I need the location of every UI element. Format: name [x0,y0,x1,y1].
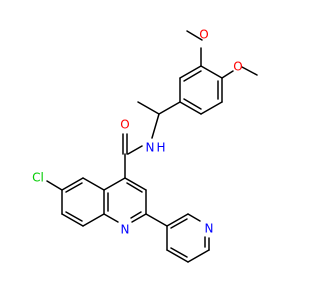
atom-hydrogen-amide: H [156,141,165,155]
bond-chiral-methyl [137,101,160,115]
bond-group [46,30,258,263]
bond-q-c5-c6-inner [65,182,83,193]
bond-py-5-inner [170,247,188,258]
structure-canvas: O O N H O Cl N N [32,27,258,263]
atom-nitrogen-quinoline: N [121,223,130,237]
atom-chlorine: Cl [32,171,44,185]
bond-q-c8-c8a [82,213,105,227]
atom-nitrogen-pyridine: N [205,222,214,236]
bond-q-c2-pyridyl [145,213,168,227]
bond-q-c7-c8 [61,213,84,227]
bond-py-5 [166,249,189,263]
bond-q-c4-c3 [124,177,147,191]
bond-ar1-6 [179,65,202,79]
atom-label-group: O O N H O Cl N N [32,28,243,237]
bond-q-c4a-c4 [103,177,126,191]
bond-o-right-methyl [241,66,258,76]
bond-q-n-c8a [103,213,119,223]
bond-ring-chiral [158,101,181,115]
bond-q-c4a-c5 [82,177,105,191]
bond-py-2 [187,213,201,222]
atom-oxygen-methoxy-right: O [233,60,242,74]
bond-q-c7-c8-inner [65,211,83,222]
molecule-structure: O O N H O Cl N N [32,28,258,263]
bond-q-c2-n-inner [130,211,142,219]
bond-q-c5-c6 [61,177,84,191]
bond-py-1 [166,213,189,227]
atom-nitrogen-amide: N [146,141,155,155]
bond-c6-cl [46,180,63,191]
bond-nh-carbonyl [127,145,143,155]
bond-chiral-nh [151,113,160,139]
bond-ring-o-right [221,70,234,79]
bond-ar1-4-inner [183,98,202,110]
bond-q-c4-c3-inner [126,182,143,193]
bond-py-1-inner [170,218,188,229]
bond-ar1-4 [179,101,202,115]
atom-oxygen-carbonyl: O [120,118,129,132]
bond-q-c2-n [131,213,147,223]
bond-methyl-o-top [186,30,203,41]
bond-ar1-1 [200,65,223,79]
bond-ar1-3 [200,101,223,115]
atom-oxygen-methoxy-top: O [199,28,208,42]
bond-py-4 [187,249,210,263]
bond-ar1-6-inner [183,70,202,82]
